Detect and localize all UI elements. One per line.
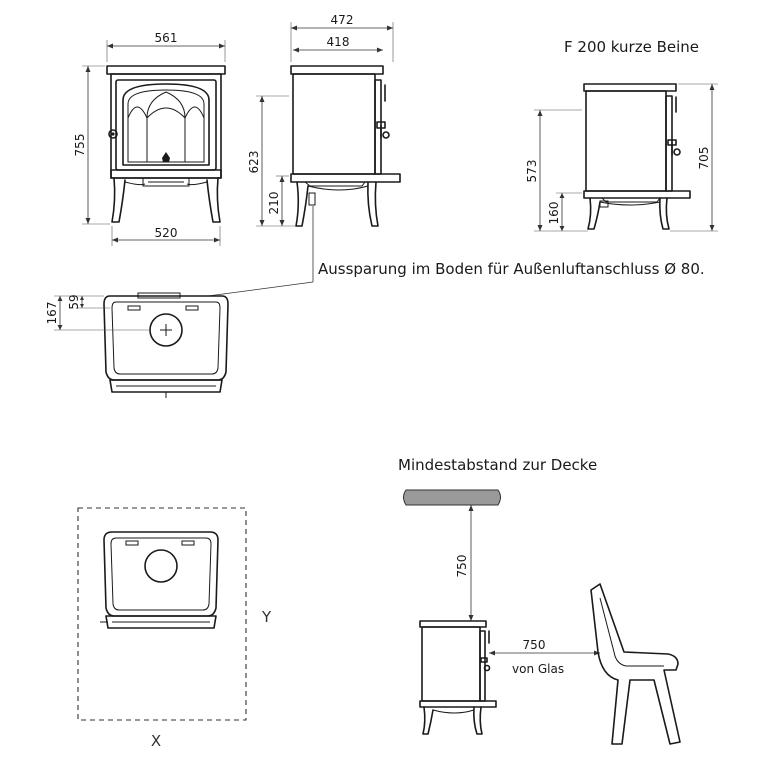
ceiling-distance-label: 750	[455, 555, 469, 578]
short-flue-height-label: 573	[525, 160, 539, 183]
front-distance-note: von Glas	[512, 662, 564, 676]
clearance-zone	[77, 507, 247, 721]
short-legs-view: F 200 kurze Beine 705 573 160	[525, 38, 718, 232]
top-outer-offset-label: 167	[45, 302, 59, 325]
ceiling-clearance-title: Mindestabstand zur Decke	[398, 456, 597, 474]
short-legs-title: F 200 kurze Beine	[564, 38, 699, 56]
chair-outline	[590, 583, 681, 745]
short-leg-height-label: 160	[547, 202, 561, 225]
front-distance-label: 750	[523, 638, 546, 652]
front-height-label: 755	[73, 134, 87, 157]
clearance-label-y: Y	[261, 608, 272, 626]
side-flue-height-label: 623	[247, 151, 261, 174]
air-inlet-note-group: Aussparung im Boden für Außenluftanschlu…	[207, 206, 705, 297]
ceiling-slab	[403, 489, 501, 506]
front-view: 561 755 520	[73, 31, 226, 246]
ceiling-clearance: Mindestabstand zur Decke 750 750 von Gla…	[398, 456, 681, 745]
side-depth-total-label: 472	[331, 13, 354, 27]
top-inner-offset-label: 59	[67, 294, 81, 309]
top-view: 167 59	[45, 292, 229, 398]
clearance-label-x: X	[151, 732, 161, 750]
side-view: 472 418 623 210	[247, 13, 401, 227]
front-leg-span-label: 520	[155, 226, 178, 240]
short-total-height-label: 705	[697, 147, 711, 170]
air-inlet-note: Aussparung im Boden für Außenluftanschlu…	[318, 260, 705, 278]
side-leg-height-label: 210	[267, 192, 281, 215]
front-width-label: 561	[155, 31, 178, 45]
side-depth-body-label: 418	[327, 35, 350, 49]
clearance-plan: X Y	[77, 507, 272, 750]
